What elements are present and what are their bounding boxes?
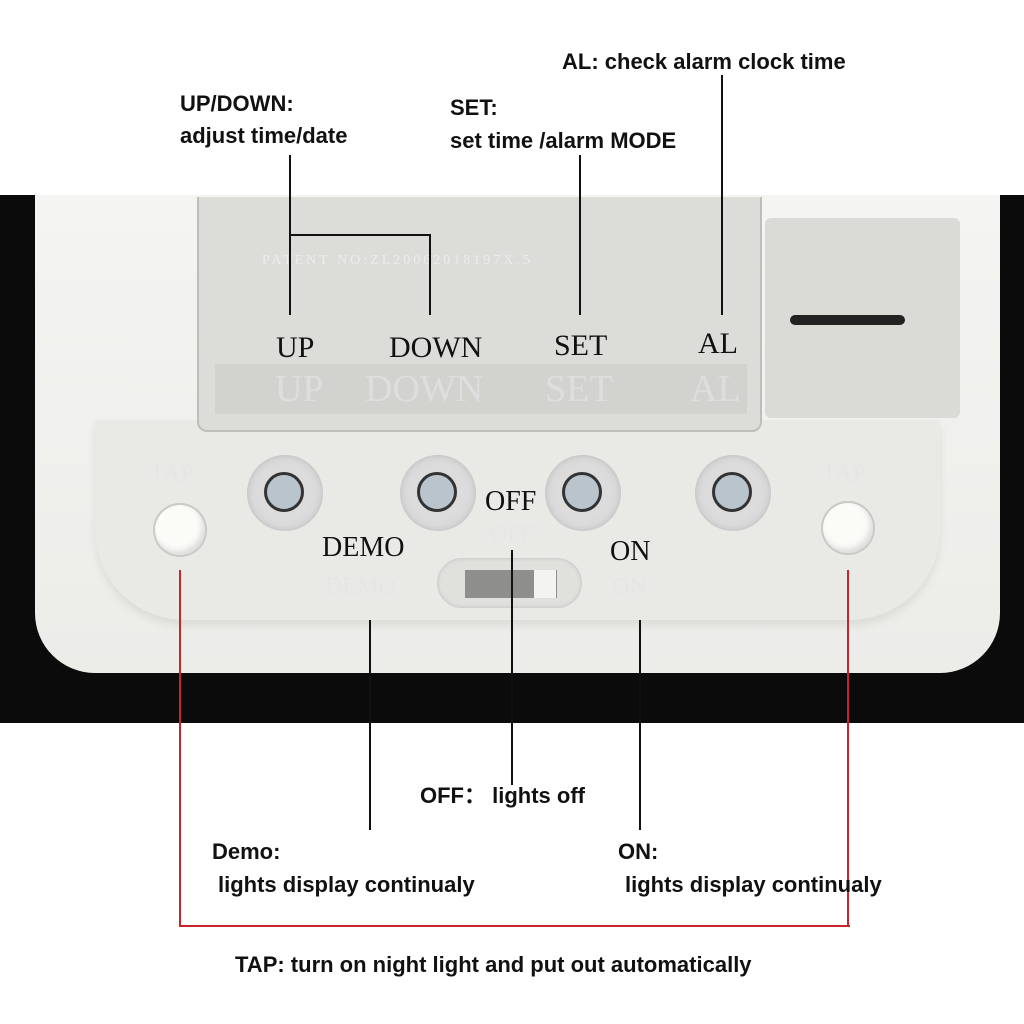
updown-branch-line	[289, 234, 431, 236]
switch-label-on: ON	[610, 536, 651, 567]
tap-callout-left	[179, 570, 181, 927]
updown-annotation-desc: adjust time/date	[180, 123, 348, 148]
set-annotation-title: SET:	[450, 95, 498, 120]
al-button-cap	[712, 472, 752, 512]
tap-callout-right	[847, 570, 849, 927]
set-button-cap	[562, 472, 602, 512]
embossed-down: DOWN	[365, 368, 484, 410]
tap-label-right: TAP	[822, 461, 866, 487]
on-callout-line	[639, 620, 641, 830]
set-annotation-desc: set time /alarm MODE	[450, 128, 677, 153]
embossed-on: ON	[612, 574, 647, 600]
on-annotation-title: ON:	[618, 839, 659, 864]
tap-button-left[interactable]	[155, 505, 205, 555]
tap-button-right[interactable]	[823, 503, 873, 553]
set-callout-line	[579, 155, 581, 315]
tap-annotation: TAP: turn on night light and put out aut…	[235, 952, 752, 977]
slot	[790, 315, 905, 325]
demo-annotation-title: Demo:	[212, 839, 281, 864]
down-button-cap	[417, 472, 457, 512]
off-callout-line	[511, 550, 513, 785]
up-button[interactable]	[247, 455, 323, 531]
patent-text: PATENT NO:ZL20062018197X.5	[262, 253, 533, 268]
label-al: AL	[698, 327, 738, 360]
label-down: DOWN	[389, 331, 483, 364]
switch-label-off: OFF	[485, 486, 537, 517]
down-button[interactable]	[400, 455, 476, 531]
on-annotation-desc: lights display continualy	[625, 872, 882, 897]
tap-callout-bottom	[179, 925, 850, 927]
tap-label-left: TAP	[150, 461, 194, 487]
embossed-up: UP	[275, 368, 324, 410]
switch-label-demo: DEMO	[322, 532, 405, 563]
embossed-al: AL	[690, 368, 741, 410]
embossed-demo: DEMO	[325, 574, 396, 600]
embossed-set: SET	[545, 368, 613, 410]
updown-annotation-title: UP/DOWN:	[180, 91, 294, 116]
off-annotation: OFF： lights off	[420, 783, 585, 808]
mode-switch-knob[interactable]	[534, 570, 556, 598]
embossed-off: OFF	[490, 522, 535, 548]
up-button-cap	[264, 472, 304, 512]
set-button[interactable]	[545, 455, 621, 531]
demo-annotation-desc: lights display continualy	[218, 872, 475, 897]
al-button[interactable]	[695, 455, 771, 531]
label-set: SET	[554, 329, 608, 362]
down-callout-line	[429, 234, 431, 315]
al-annotation: AL: check alarm clock time	[562, 49, 846, 74]
label-up: UP	[276, 331, 315, 364]
al-callout-line	[721, 75, 723, 315]
embossed-strip	[215, 364, 747, 414]
demo-callout-line	[369, 620, 371, 830]
